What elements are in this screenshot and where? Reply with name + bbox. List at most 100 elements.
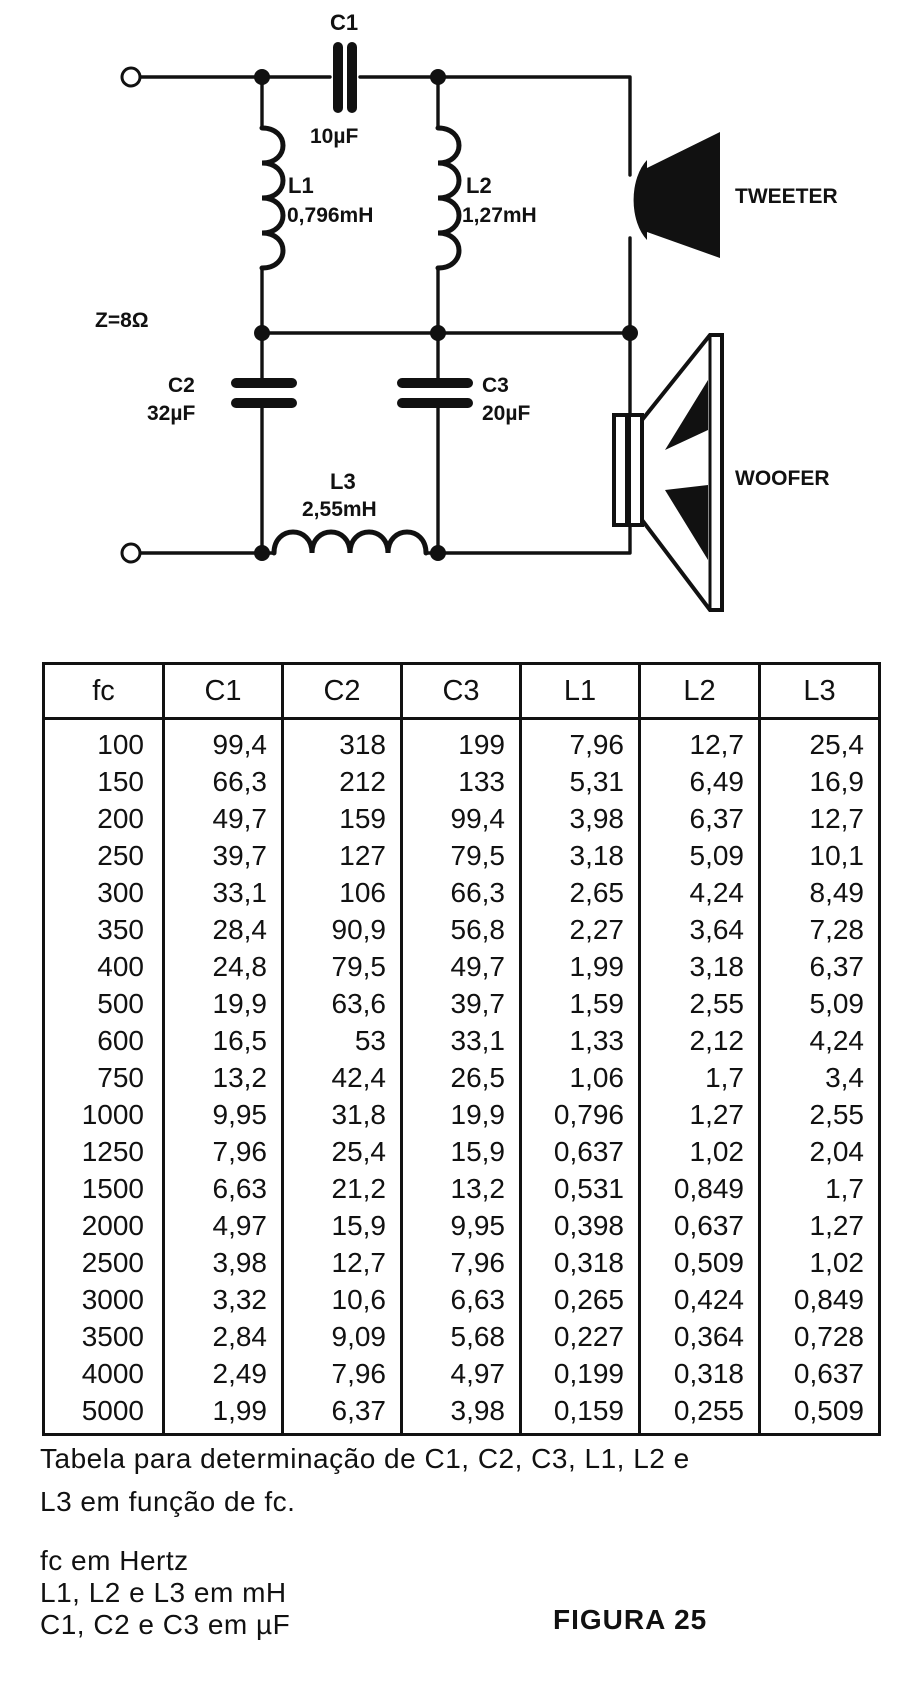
table-cell-fc: 300 [42, 874, 165, 911]
table-cell-l3: 2,55 [758, 1096, 881, 1133]
table-cell-c1: 3,32 [162, 1281, 284, 1318]
capacitor-c2 [231, 378, 297, 408]
table-cell-c1: 1,99 [162, 1392, 284, 1435]
table-cell-l2: 2,12 [638, 1022, 761, 1059]
c1-name: C1 [330, 10, 358, 35]
table-cell-l2: 0,364 [638, 1318, 761, 1355]
table-cell-c2: 127 [281, 837, 403, 874]
woofer-label: WOOFER [735, 467, 830, 490]
table-cell-c2: 9,09 [281, 1318, 403, 1355]
table-cell-l3: 10,1 [758, 837, 881, 874]
table-cell-c2: 90,9 [281, 911, 403, 948]
table-cell-fc: 3500 [42, 1318, 165, 1355]
table-cell-c2: 53 [281, 1022, 403, 1059]
table-cell-c3: 199 [400, 718, 522, 763]
table-cell-l1: 0,159 [519, 1392, 641, 1435]
table-cell-l3: 0,728 [758, 1318, 881, 1355]
table-cell-l2: 0,637 [638, 1207, 761, 1244]
table-cell-c2: 6,37 [281, 1392, 403, 1435]
l3-value: 2,55mH [302, 498, 377, 521]
tweeter-icon [633, 132, 720, 258]
table-cell-c1: 49,7 [162, 800, 284, 837]
table-cell-fc: 400 [42, 948, 165, 985]
table-cell-c1: 39,7 [162, 837, 284, 874]
tweeter-label: TWEETER [735, 185, 838, 208]
table-cell-c1: 28,4 [162, 911, 284, 948]
table-cell-l1: 3,18 [519, 837, 641, 874]
table-cell-c3: 15,9 [400, 1133, 522, 1170]
table-cell-c1: 7,96 [162, 1133, 284, 1170]
table-cell-l2: 2,55 [638, 985, 761, 1022]
table-cell-c1: 33,1 [162, 874, 284, 911]
table-cell-c1: 9,95 [162, 1096, 284, 1133]
table-cell-fc: 1000 [42, 1096, 165, 1133]
table-cell-c2: 159 [281, 800, 403, 837]
table-cell-fc: 1500 [42, 1170, 165, 1207]
table-cell-fc: 350 [42, 911, 165, 948]
table-cell-c2: 212 [281, 763, 403, 800]
table-cell-l2: 4,24 [638, 874, 761, 911]
column-header-l3: L3 [758, 663, 881, 720]
table-cell-c3: 39,7 [400, 985, 522, 1022]
table-cell-c2: 79,5 [281, 948, 403, 985]
table-cell-fc: 4000 [42, 1355, 165, 1392]
table-cell-c2: 106 [281, 874, 403, 911]
table-caption-line1: Tabela para determinação de C1, C2, C3, … [40, 1443, 690, 1474]
table-cell-l3: 8,49 [758, 874, 881, 911]
table-cell-l1: 0,531 [519, 1170, 641, 1207]
table-cell-c3: 3,98 [400, 1392, 522, 1435]
table-cell-fc: 500 [42, 985, 165, 1022]
table-cell-fc: 5000 [42, 1392, 165, 1435]
c2-name: C2 [168, 374, 195, 397]
table-cell-l3: 1,02 [758, 1244, 881, 1281]
table-cell-fc: 250 [42, 837, 165, 874]
table-cell-l1: 0,637 [519, 1133, 641, 1170]
table-cell-l2: 3,64 [638, 911, 761, 948]
l3-name: L3 [330, 469, 356, 494]
inductor-l1 [259, 125, 286, 271]
table-cell-c2: 25,4 [281, 1133, 403, 1170]
inductor-l2 [435, 125, 462, 271]
table-cell-c2: 15,9 [281, 1207, 403, 1244]
table-cell-l1: 0,398 [519, 1207, 641, 1244]
c3-name: C3 [482, 374, 509, 397]
table-cell-c2: 21,2 [281, 1170, 403, 1207]
table-cell-c2: 318 [281, 718, 403, 763]
wires [136, 75, 632, 555]
table-cell-fc: 2500 [42, 1244, 165, 1281]
input-terminal-top [120, 66, 142, 88]
capacitor-c1 [333, 42, 357, 113]
inductor-l3 [271, 529, 429, 556]
table-cell-c2: 31,8 [281, 1096, 403, 1133]
table-cell-l1: 0,227 [519, 1318, 641, 1355]
column-header-l1: L1 [519, 663, 641, 720]
table-cell-l1: 3,98 [519, 800, 641, 837]
table-cell-l3: 6,37 [758, 948, 881, 985]
table-cell-fc: 3000 [42, 1281, 165, 1318]
table-cell-l3: 25,4 [758, 718, 881, 763]
table-cell-c3: 99,4 [400, 800, 522, 837]
table-cell-c1: 13,2 [162, 1059, 284, 1096]
table-cell-c2: 7,96 [281, 1355, 403, 1392]
table-cell-l1: 1,33 [519, 1022, 641, 1059]
c1-value: 10µF [310, 125, 358, 148]
table-cell-l2: 0,424 [638, 1281, 761, 1318]
table-cell-l3: 12,7 [758, 800, 881, 837]
l1-value: 0,796mH [287, 204, 373, 227]
table-cell-fc: 200 [42, 800, 165, 837]
table-cell-l1: 1,99 [519, 948, 641, 985]
junction-dots [254, 69, 638, 561]
table-cell-l2: 6,37 [638, 800, 761, 837]
table-cell-c2: 42,4 [281, 1059, 403, 1096]
l2-value: 1,27mH [462, 204, 537, 227]
